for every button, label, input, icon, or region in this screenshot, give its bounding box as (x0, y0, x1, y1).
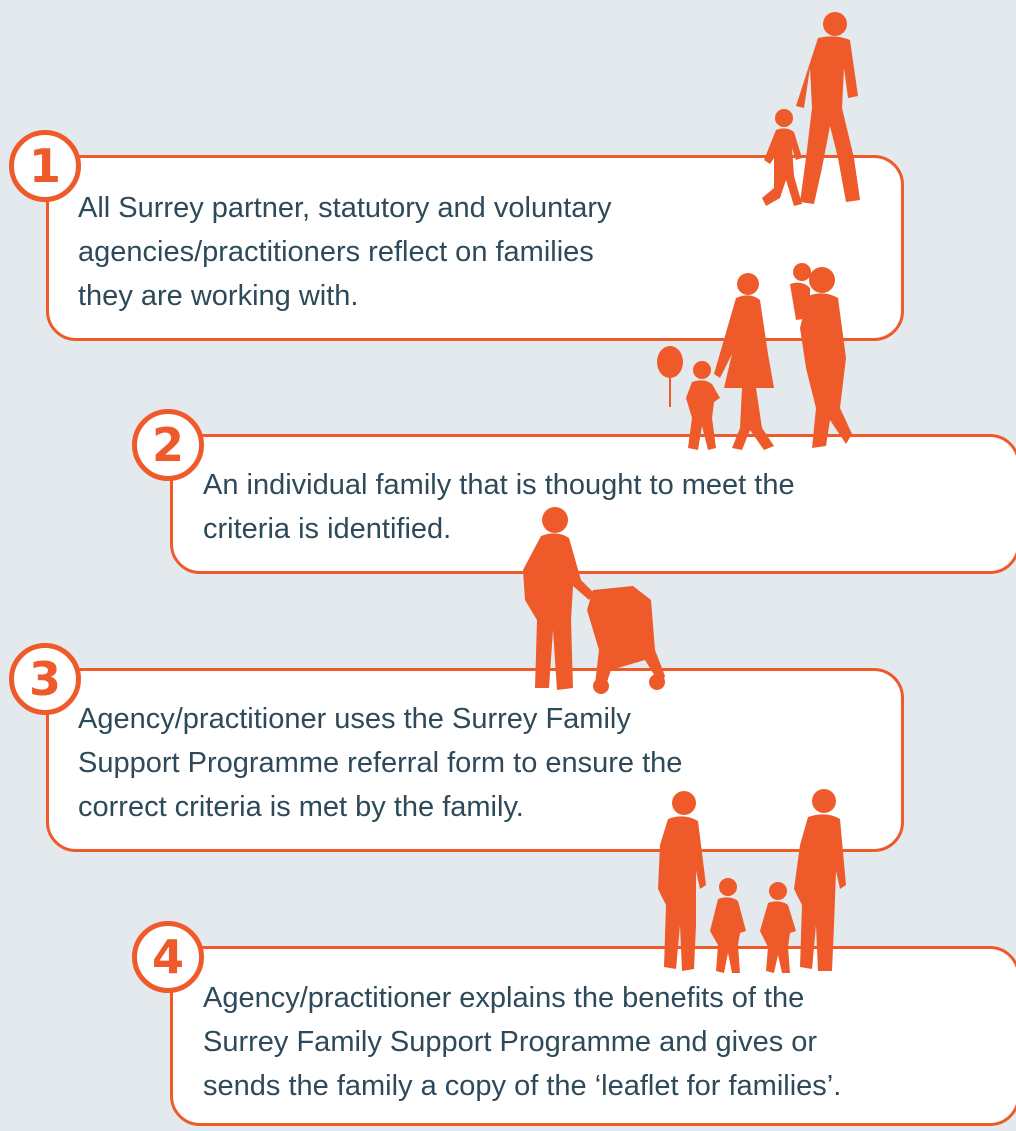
step-4-number-badge: 4 (132, 921, 204, 993)
step-2-number-badge: 2 (132, 409, 204, 481)
parent-with-pushchair-silhouette (523, 507, 665, 694)
step-1-card (46, 155, 904, 341)
step-4-line-3: sends the family a copy of the ‘leaflet … (203, 1070, 842, 1102)
step-4-line-2: Surrey Family Support Programme and give… (203, 1026, 818, 1058)
step-3-line-1: Agency/practitioner uses the Surrey Fami… (78, 703, 631, 735)
two-adults-two-children-silhouette (658, 789, 846, 973)
step-3-text: Agency/practitioner uses the Surrey Fami… (78, 697, 682, 829)
step-1-line-2: agencies/practitioners reflect on famili… (78, 236, 594, 268)
step-4-text: Agency/practitioner explains the benefit… (203, 976, 841, 1108)
step-1-text: All Surrey partner, statutory and volunt… (78, 186, 612, 318)
adult-and-child-walking-silhouette (762, 12, 860, 206)
step-2-line-1: An individual family that is thought to … (203, 469, 795, 501)
step-3-line-2: Support Programme referral form to ensur… (78, 747, 683, 779)
family-with-balloon-silhouette (657, 263, 852, 450)
step-3-line-3: correct criteria is met by the family. (78, 791, 524, 823)
step-1-number-badge: 1 (9, 130, 81, 202)
step-3-card (46, 668, 904, 852)
step-1-line-3: they are working with. (78, 280, 359, 312)
step-1-line-1: All Surrey partner, statutory and volunt… (78, 192, 612, 224)
step-2-card (170, 434, 1016, 574)
step-2-text: An individual family that is thought to … (203, 463, 795, 551)
step-3-number-badge: 3 (9, 643, 81, 715)
step-2-line-2: criteria is identified. (203, 513, 452, 545)
step-4-line-1: Agency/practitioner explains the benefit… (203, 982, 805, 1014)
step-4-card (170, 946, 1016, 1126)
